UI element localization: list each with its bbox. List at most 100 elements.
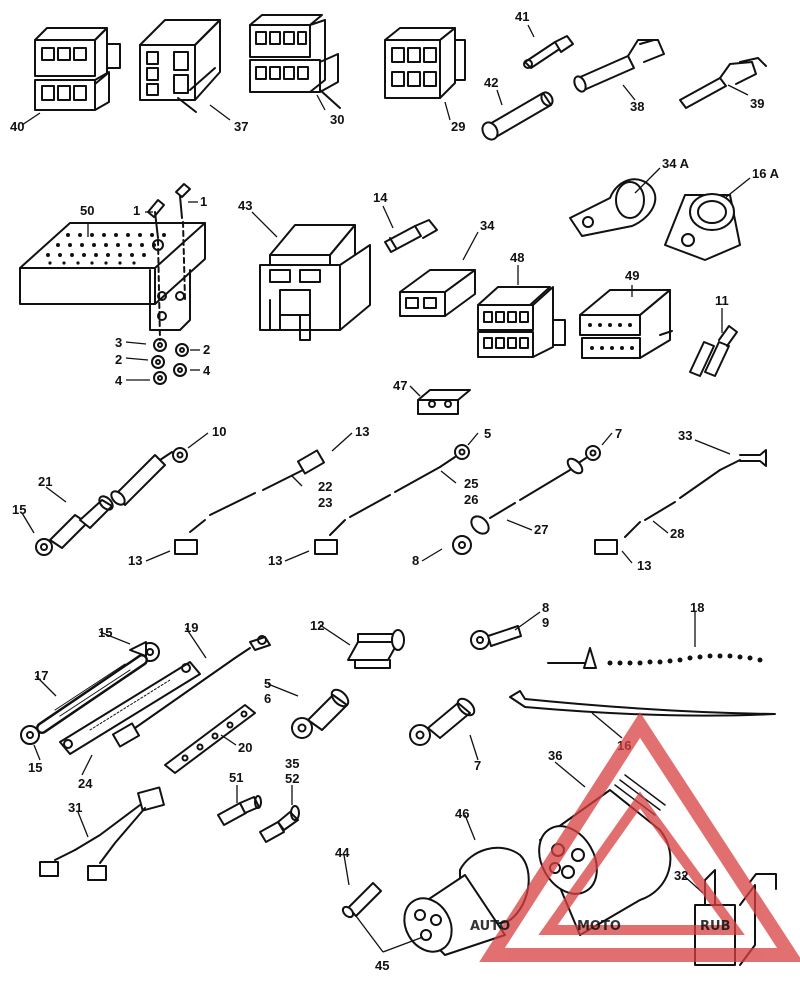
part-47-plate [417,389,471,415]
label-15b: 15 [98,625,112,640]
label-12: 12 [310,618,324,633]
watermark: AUTO MOTO RUB [470,712,800,962]
part-12-terminal [347,629,405,669]
label-46: 46 [455,806,469,821]
part-17-braided-strap [20,641,160,745]
label-28: 28 [670,526,684,541]
label-50: 50 [80,203,94,218]
label-5a: 5 [484,426,491,441]
label-45: 45 [375,958,389,973]
part-8-9-ring-terminal [470,625,522,650]
label-2b: 2 [203,342,210,357]
part-18-tie [547,647,763,669]
watermark-text-b: MOTO [577,919,621,934]
label-4a: 4 [115,373,123,388]
part-19-lead [111,635,271,748]
part-14-terminal [384,219,438,253]
label-13d: 13 [637,558,651,573]
label-42: 42 [484,75,498,90]
part-10-terminal [110,447,188,506]
label-41: 41 [515,9,529,24]
warning-triangle-icon [479,712,800,962]
part-16-cable-tie [509,690,776,717]
part-20-strip [164,704,256,774]
part-37-connector [139,19,221,113]
part-27-lead [452,445,601,555]
label-52: 52 [285,771,299,786]
label-10: 10 [212,424,226,439]
label-22: 22 [318,479,332,494]
label-8a: 8 [412,553,419,568]
part-7-ring-terminal [409,697,476,746]
part-29-connector [384,27,466,99]
leader-lines [21,24,751,953]
label-36: 36 [548,748,562,763]
label-18: 18 [690,600,704,615]
label-24: 24 [78,776,93,791]
label-11: 11 [715,293,729,308]
label-48: 48 [510,250,524,265]
label-27: 27 [534,522,548,537]
part-31-harness [39,786,165,881]
label-17: 17 [34,668,48,683]
part-50-terminal-block [19,222,206,331]
label-8b: 8 [542,600,549,615]
part-28-33-lead [594,449,767,555]
part-30-connector [249,14,341,109]
part-5-6-ring-terminal [291,688,350,739]
part-34a-clip [569,178,657,237]
part-39-terminal [679,57,767,109]
label-39: 39 [750,96,764,111]
label-20: 20 [238,740,252,755]
label-30: 30 [330,112,344,127]
part-43-relay-socket [259,224,371,341]
part-labels: 40 37 30 29 41 42 38 39 50 1 1 43 14 34 … [10,9,780,973]
part-2-3-4-nuts [151,338,189,385]
part-40-connector [34,27,121,111]
part-24-flat-strap [59,661,201,755]
part-25-26-lead [314,444,470,555]
label-16a: 16 A [752,166,780,181]
label-33: 33 [678,428,692,443]
part-35-52-terminal [259,805,300,843]
label-38: 38 [630,99,644,114]
label-1b: 1 [200,194,207,209]
part-46-plug [403,846,530,956]
label-13b: 13 [355,424,369,439]
label-19: 19 [184,620,198,635]
label-21: 21 [38,474,52,489]
part-11-terminal [689,325,738,377]
label-37: 37 [234,119,248,134]
label-34: 34 [480,218,495,233]
part-34-housing [399,269,476,317]
part-44-pin [341,882,382,919]
part-22-23-lead [174,449,326,555]
label-6: 6 [264,691,271,706]
label-9: 9 [542,615,549,630]
part-1-screws [147,183,191,341]
part-49-connector [579,289,673,359]
label-4b: 4 [203,363,211,378]
label-1a: 1 [133,203,140,218]
label-47: 47 [393,378,407,393]
label-14: 14 [373,190,388,205]
label-49: 49 [625,268,639,283]
label-13c: 13 [268,553,282,568]
part-51-terminal [217,795,262,826]
label-44: 44 [335,845,350,860]
label-7b: 7 [474,758,481,773]
label-15c: 15 [28,760,42,775]
label-40: 40 [10,119,24,134]
label-25: 25 [464,476,478,491]
part-16a-clip [664,193,741,261]
label-5b: 5 [264,676,271,691]
label-31: 31 [68,800,82,815]
label-2a: 2 [115,352,122,367]
label-15a: 15 [12,502,26,517]
label-34a: 34 A [662,156,690,171]
label-23: 23 [318,495,332,510]
part-48-connector [477,286,566,358]
watermark-text-a: AUTO [470,919,510,934]
part-42-sleeve [481,91,554,141]
